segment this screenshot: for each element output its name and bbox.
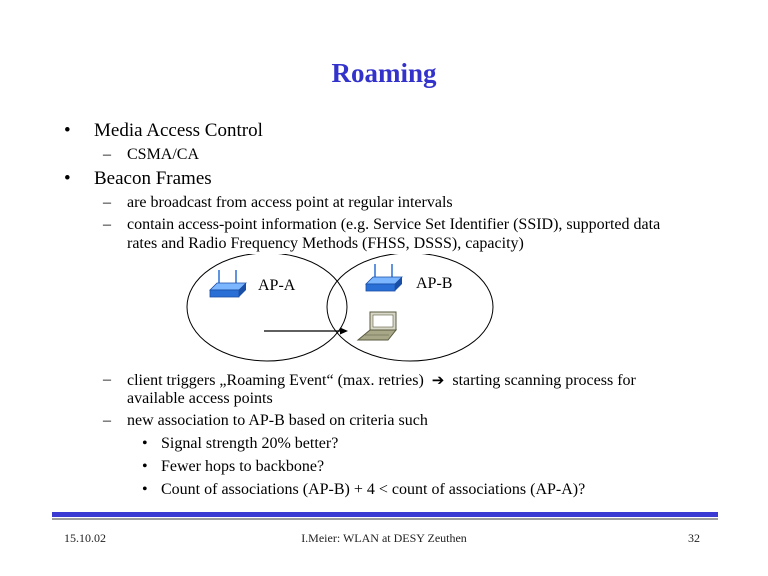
sub-bullet-text: CSMA/CA <box>127 146 200 163</box>
criteria-text: Signal strength 20% better? <box>161 435 339 452</box>
bullet-text: Media Access Control <box>94 120 263 141</box>
coverage-ap-a <box>186 254 348 362</box>
sub-bullet-text: available access points <box>127 390 273 407</box>
ap-a-label: AP-A <box>258 277 296 294</box>
roaming-diagram <box>186 254 494 362</box>
access-point-a-icon <box>209 270 247 298</box>
sub-bullet-text: new association to AP-B based on criteri… <box>127 412 428 429</box>
criteria-text: Fewer hops to backbone? <box>161 458 325 475</box>
bullet-dot: • <box>64 120 71 141</box>
sub-bullet-text: are broadcast from access point at regul… <box>127 194 453 211</box>
sub-bullet-text: rates and Radio Frequency Methods (FHSS,… <box>127 235 524 252</box>
access-point-b-icon <box>365 264 403 292</box>
slide-title: Roaming <box>331 58 437 88</box>
footer-rule <box>52 512 718 517</box>
criteria-text: Count of associations (AP-B) + 4 < count… <box>161 481 586 498</box>
bullet-text: Beacon Frames <box>94 168 212 189</box>
coverage-ap-b <box>326 254 494 362</box>
roaming-arrow <box>264 327 348 335</box>
footer-rule-shadow <box>52 518 718 520</box>
sub-bullet-text: starting scanning process for <box>452 372 636 389</box>
ap-b-label: AP-B <box>416 275 453 292</box>
footer-date: 15.10.02 <box>64 531 106 545</box>
laptop-icon <box>356 311 398 341</box>
sub-bullet-text: contain access-point information (e.g. S… <box>127 216 661 233</box>
footer-title: I.Meier: WLAN at DESY Zeuthen <box>301 531 467 545</box>
footer-page-number: 32 <box>688 531 700 545</box>
sub-bullet-text: client triggers „Roaming Event“ (max. re… <box>127 372 424 389</box>
bullet-dot: • <box>64 168 71 189</box>
right-arrow-icon: ➔ <box>431 371 445 389</box>
